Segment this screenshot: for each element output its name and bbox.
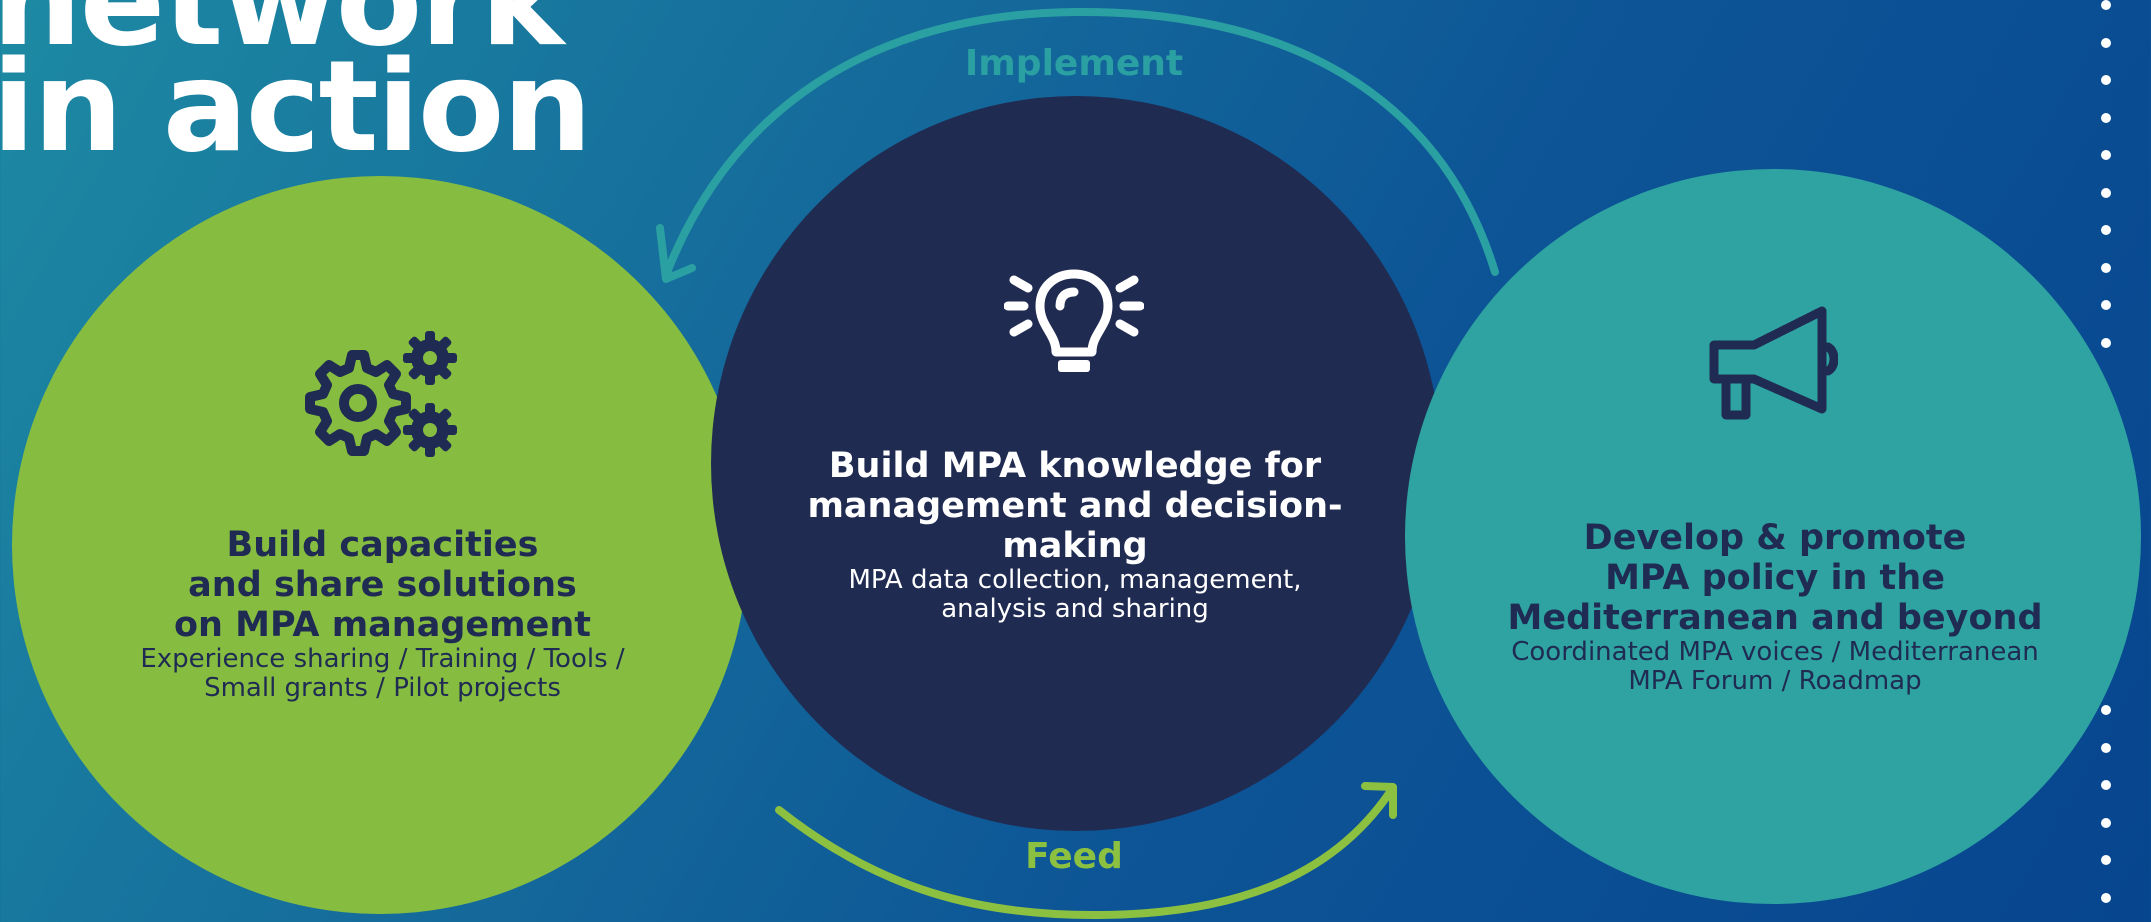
dotted-line-top	[2101, 0, 2115, 375]
knowledge-description-line: MPA data collection, management,	[848, 565, 1302, 595]
policy-description: Coordinated MPA voices / Mediterranean M…	[1475, 638, 2075, 696]
capacity-heading-line: and share solutions	[188, 565, 577, 605]
dot	[2101, 0, 2111, 10]
capacity-heading: Build capacities and share solutions on …	[100, 525, 665, 645]
knowledge-circle	[711, 96, 1441, 831]
capacity-block: Build capacities and share solutions on …	[100, 525, 665, 703]
knowledge-heading-line: management and decision-	[807, 486, 1343, 526]
knowledge-heading-line: Build MPA knowledge for	[828, 446, 1322, 486]
dot	[2101, 337, 2111, 348]
policy-heading: Develop & promote MPA policy in the Medi…	[1475, 518, 2075, 638]
capacity-heading-line: on MPA management	[174, 605, 591, 645]
capacity-heading-line: Build capacities	[226, 525, 539, 565]
knowledge-heading: Build MPA knowledge for management and d…	[775, 446, 1375, 566]
page-title-line-1: network	[0, 0, 564, 74]
implement-arrow	[662, 7, 1499, 279]
dot	[2101, 112, 2111, 123]
gears-icon	[305, 331, 457, 457]
dot	[2101, 892, 2111, 903]
dot	[2101, 187, 2111, 198]
page-title-line-2: in action	[0, 33, 592, 180]
page-title: network in action	[0, 0, 592, 180]
implement-label: Implement	[964, 43, 1184, 84]
capacity-description-line: Experience sharing / Training / Tools /	[140, 644, 625, 674]
knowledge-description-line: analysis and sharing	[941, 594, 1209, 624]
lightbulb-icon	[1004, 269, 1144, 372]
policy-block: Develop & promote MPA policy in the Medi…	[1475, 518, 2075, 696]
dot	[2101, 262, 2111, 273]
dot	[2101, 150, 2111, 160]
dot	[2101, 37, 2111, 48]
megaphone-icon	[1709, 306, 1838, 420]
policy-heading-line: Develop & promote	[1583, 518, 1967, 558]
policy-heading-line: Mediterranean and beyond	[1507, 598, 2043, 638]
policy-heading-line: MPA policy in the	[1605, 558, 1945, 598]
capacity-description-line: Small grants / Pilot projects	[204, 673, 561, 703]
capacity-circle	[12, 176, 748, 914]
dot	[2101, 300, 2111, 310]
feed-label: Feed	[1025, 836, 1123, 877]
knowledge-block: Build MPA knowledge for management and d…	[775, 446, 1375, 624]
implement-arrowhead	[656, 224, 696, 283]
policy-circle	[1405, 169, 2141, 904]
dotted-line-bottom	[2101, 705, 2115, 922]
dot	[2101, 225, 2111, 235]
feed-arrow	[775, 788, 1394, 920]
dot	[2101, 742, 2111, 753]
dot	[2101, 75, 2111, 85]
knowledge-heading-line: making	[1002, 526, 1148, 566]
dot	[2101, 817, 2111, 828]
capacity-description: Experience sharing / Training / Tools / …	[100, 645, 665, 703]
knowledge-description: MPA data collection, management, analysi…	[775, 566, 1375, 624]
policy-description-line: Coordinated MPA voices / Mediterranean	[1511, 637, 2039, 667]
dot	[2101, 855, 2111, 865]
feed-arrowhead	[1361, 782, 1397, 819]
dot	[2101, 705, 2111, 715]
policy-description-line: MPA Forum / Roadmap	[1628, 666, 1922, 696]
dot	[2101, 780, 2111, 790]
